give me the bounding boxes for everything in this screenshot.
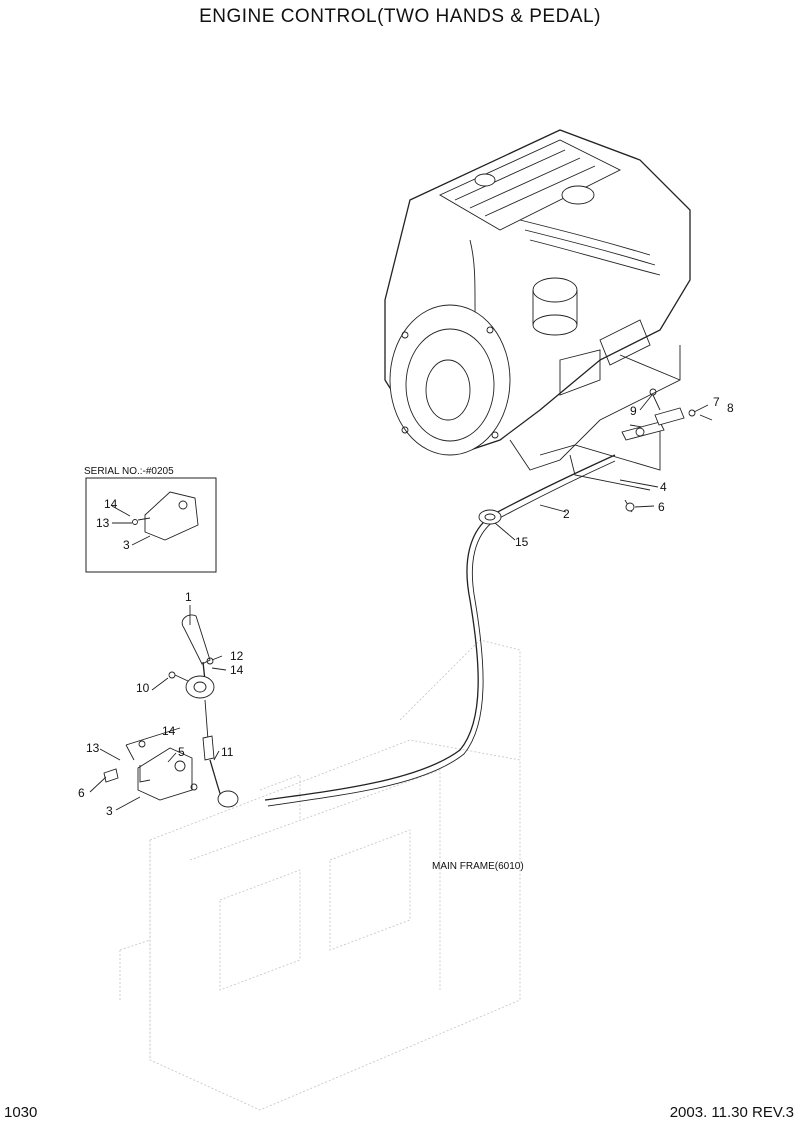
main-frame-label: MAIN FRAME(6010) [432,861,524,872]
callout-15: 15 [515,535,529,549]
callout-10: 10 [136,681,150,695]
inset-label: SERIAL NO.:-#0205 [84,466,174,477]
callout-14-bracket: 14 [162,724,176,738]
callout-4: 4 [660,480,667,494]
callout-14-lever: 14 [230,663,244,677]
callout-9: 9 [630,404,637,418]
date-revision: 2003. 11.30 REV.3 [669,1104,794,1121]
callout-7: 7 [713,395,720,409]
page-title: ENGINE CONTROL(TWO HANDS & PEDAL) [199,6,601,27]
throttle-cable [264,454,616,807]
callout-8: 8 [727,401,734,415]
engine-assembly [384,129,691,471]
callout-11: 11 [221,745,234,759]
bracket-3 [103,727,198,801]
callout-5: 5 [178,745,185,759]
callout-3-inset: 3 [123,538,130,552]
callout-13-inset: 13 [96,516,110,530]
callout-2: 2 [563,507,570,521]
callout-12: 12 [230,649,244,663]
callout-14-inset: 14 [104,497,118,511]
inset-serial-box [85,477,217,573]
hand-lever-assembly [168,614,239,808]
callout-3: 3 [106,804,113,818]
leader-lines [89,394,709,811]
main-frame-outline [119,639,521,1111]
callout-6: 6 [78,786,85,800]
callout-1: 1 [185,590,192,604]
page-number: 1030 [4,1104,38,1121]
callout-13: 13 [86,741,100,755]
callout-6-engine: 6 [658,500,665,514]
cable-bracket-4 [539,388,713,513]
